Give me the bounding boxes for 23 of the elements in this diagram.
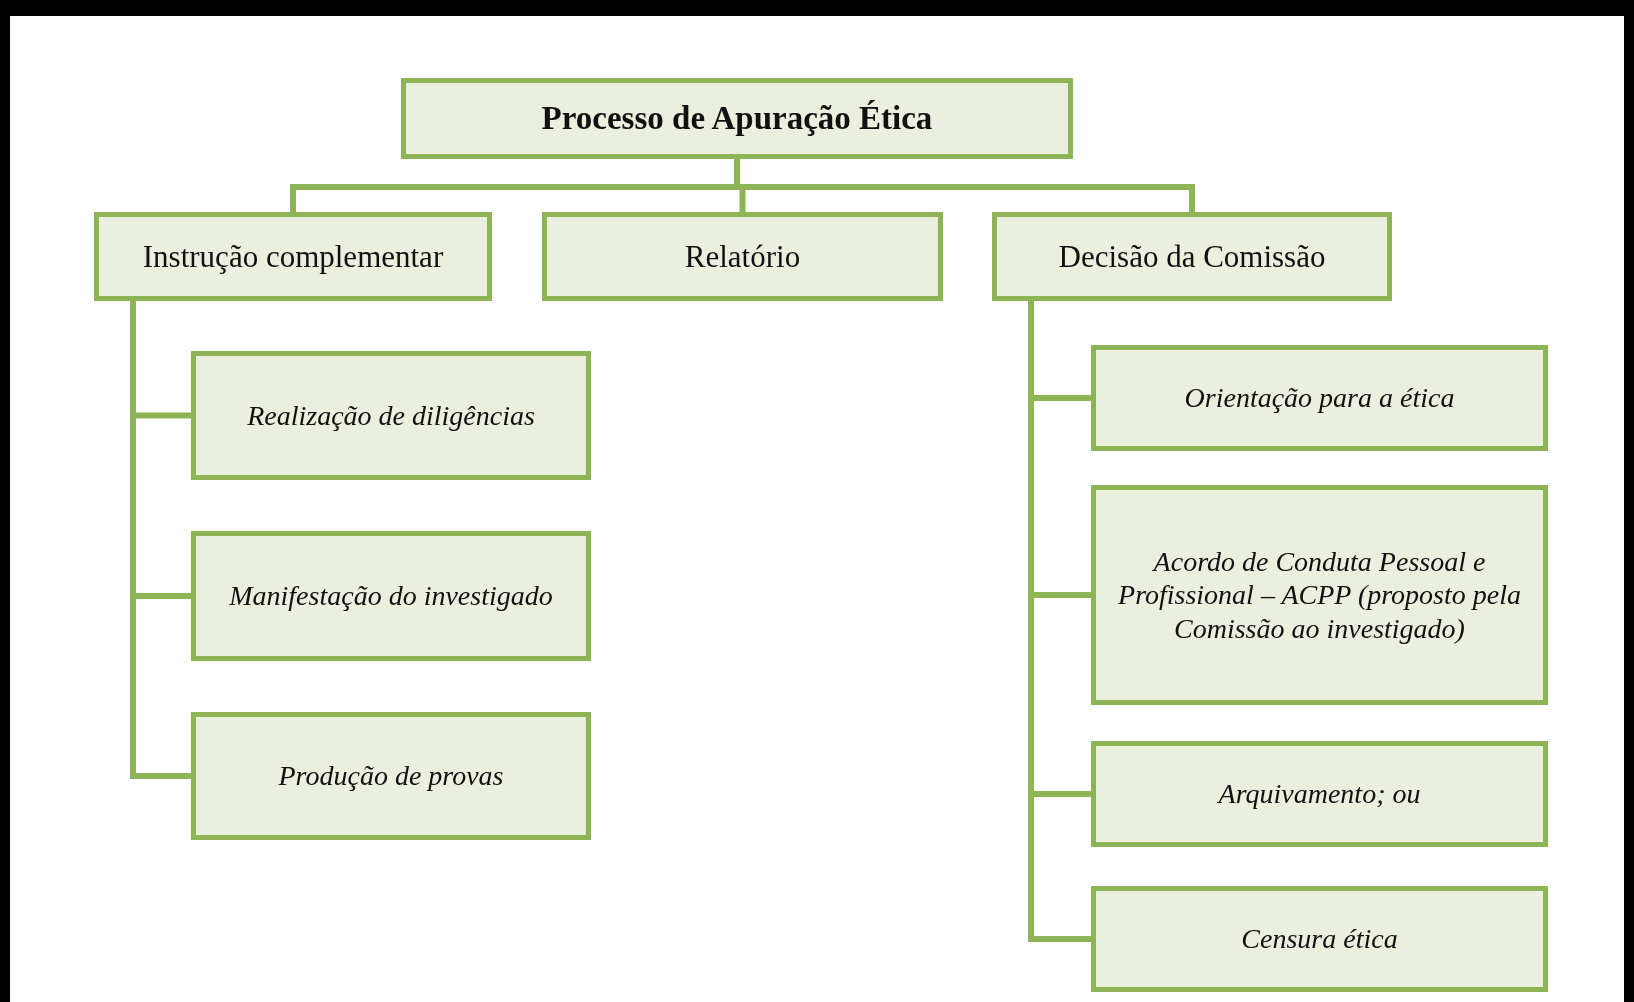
box [1091, 886, 1548, 992]
box-text: Arquivamento; ou [1218, 777, 1421, 811]
box [542, 212, 943, 301]
box [1091, 485, 1548, 705]
box [191, 351, 591, 480]
box-text: Orientação para a ética [1184, 381, 1455, 415]
box-text: Produção de provas [278, 759, 504, 793]
box [1091, 345, 1548, 451]
box-text: Realização de diligências [247, 398, 535, 433]
box [191, 531, 591, 661]
box-text: Manifestação do investigado [229, 579, 553, 613]
box-text: Acordo de Conduta Pessoal e Profissional – ACPP (proposto pela Comissão ao investigado) [1117, 544, 1522, 646]
box-text: Decisão da Comissão [1058, 238, 1326, 275]
box-text: Processo de Apuração Ética [541, 100, 933, 137]
box-text: Instrução complementar [142, 238, 444, 275]
box-text: Relatório [684, 238, 801, 275]
box [1091, 741, 1548, 847]
box [401, 78, 1073, 159]
box [191, 712, 591, 840]
connector-line [130, 301, 191, 779]
box [992, 212, 1392, 301]
box [94, 212, 492, 301]
box-text: Censura ética [1241, 922, 1398, 956]
